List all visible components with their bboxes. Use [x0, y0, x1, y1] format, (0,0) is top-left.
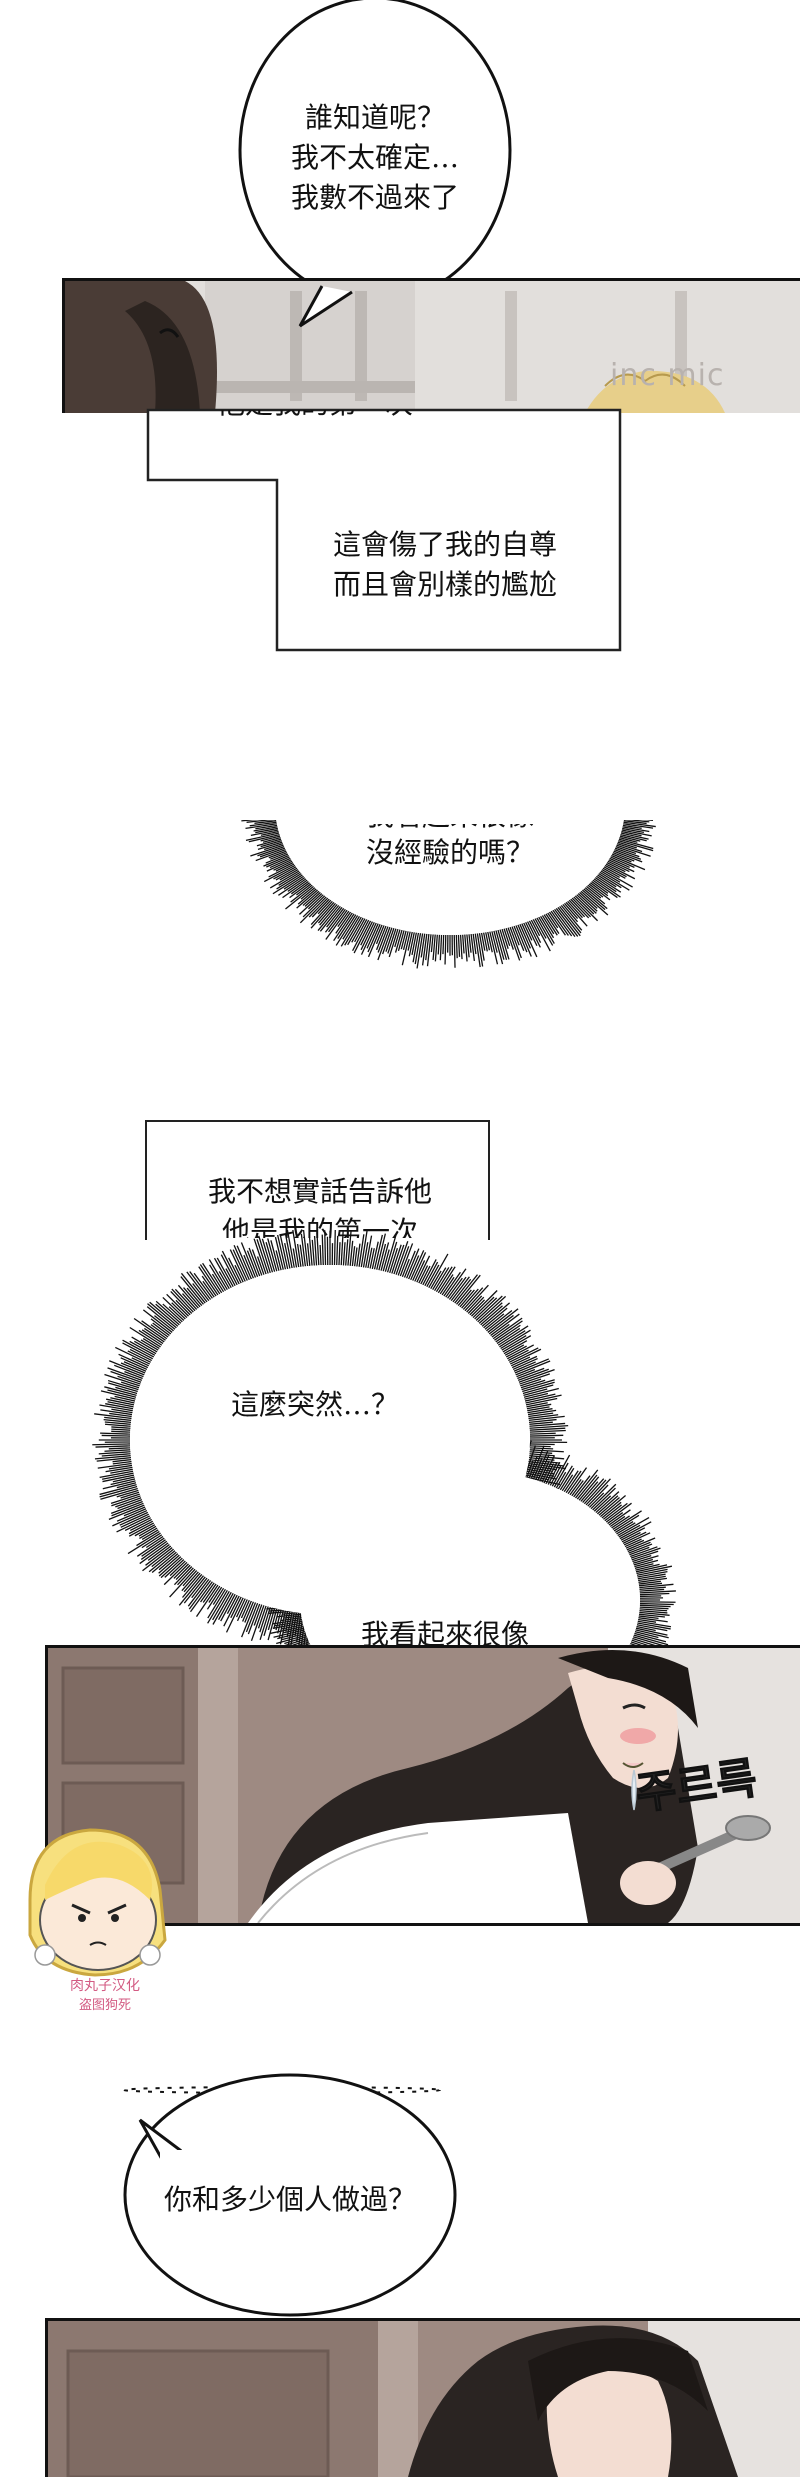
bubble-2-text: 你和多少個人做過？	[135, 2180, 445, 2220]
comic-panel-3	[45, 2318, 800, 2477]
panel-3-art	[48, 2321, 800, 2477]
